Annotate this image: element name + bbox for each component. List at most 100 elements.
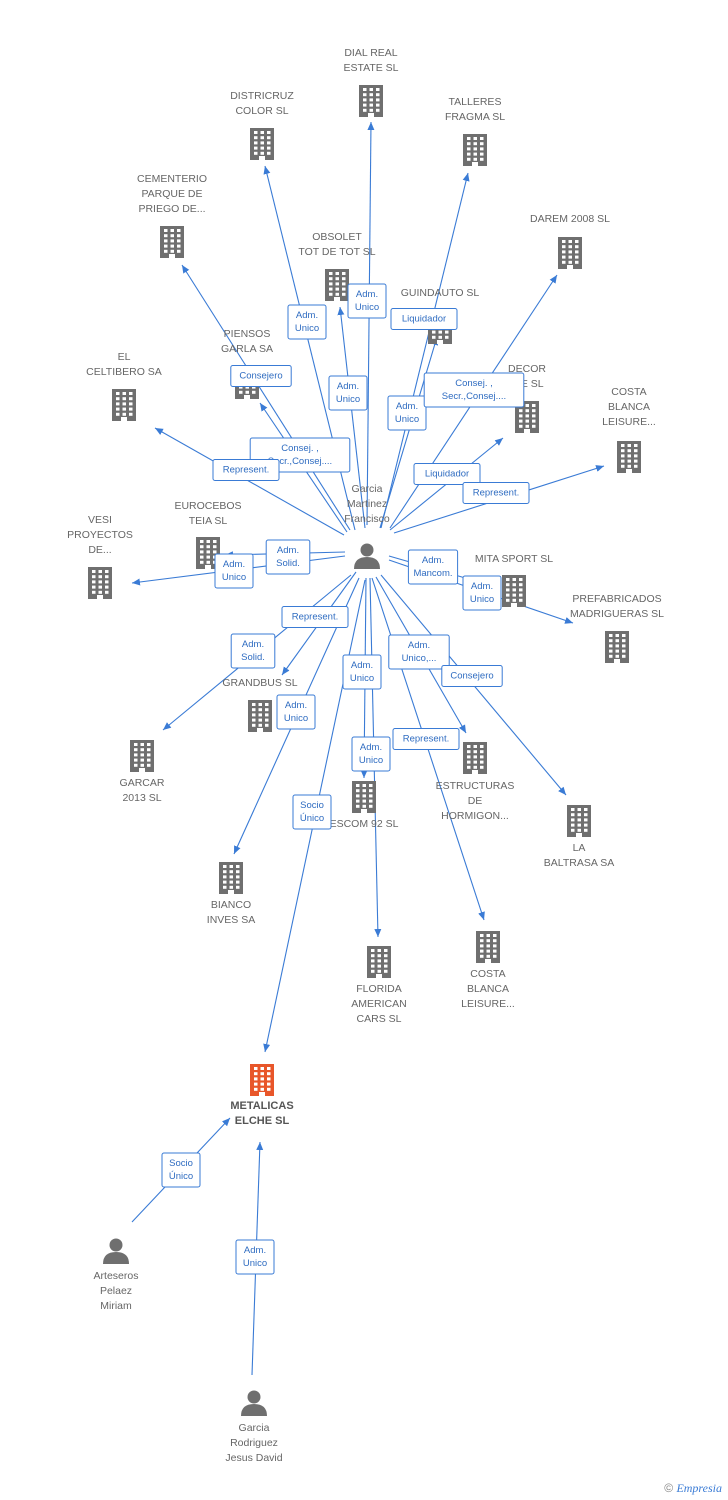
- building-icon: [476, 931, 500, 963]
- relation-edge: [337, 306, 366, 529]
- relation-label[interactable]: Consejero: [230, 365, 292, 387]
- company-node-escom[interactable]: ESCOM 92 SL: [330, 781, 399, 830]
- relation-label-text: Represent.: [292, 612, 338, 623]
- building-icon: [367, 946, 391, 978]
- relation-label[interactable]: Adm. Unico: [342, 654, 382, 690]
- relation-label[interactable]: Adm.Unico: [351, 736, 391, 772]
- relation-label[interactable]: Adm.Unico: [235, 1239, 275, 1275]
- relation-label-box: [462, 482, 530, 504]
- relation-label-box: [407, 549, 459, 585]
- relation-label[interactable]: Adm.Unico: [214, 553, 254, 589]
- relation-label[interactable]: Liquidador: [390, 308, 458, 330]
- relation-label[interactable]: Represent.: [392, 728, 460, 750]
- node-label-line: AMERICAN: [351, 998, 406, 1010]
- node-label-line: BIANCO: [211, 899, 251, 911]
- company-node-darem[interactable]: DAREM 2008 SL: [530, 213, 610, 269]
- relation-label[interactable]: Adm.Unico: [347, 283, 387, 319]
- building-icon: [567, 805, 591, 837]
- relation-label-text: Unico,...: [402, 653, 437, 664]
- relation-label[interactable]: Adm.Unico: [276, 694, 316, 730]
- node-label-line: MADRIGUERAS SL: [570, 608, 664, 620]
- node-label-line: PIENSOS: [224, 328, 271, 340]
- relation-label[interactable]: Adm.Mancom.: [407, 549, 459, 585]
- relation-label[interactable]: Represent.: [462, 482, 530, 504]
- relation-label[interactable]: Adm.Unico: [462, 575, 502, 611]
- relation-label[interactable]: Adm.Solid.: [230, 633, 276, 669]
- relation-label[interactable]: Adm.Unico: [387, 395, 427, 431]
- company-node-grandbus[interactable]: GRANDBUS SL: [222, 677, 298, 732]
- node-label-line: PROYECTOS: [67, 529, 133, 541]
- building-icon: [502, 575, 526, 607]
- node-label-line: COSTA: [611, 386, 646, 398]
- company-node-mita[interactable]: MITA SPORT SL: [475, 553, 553, 607]
- copyright-footer: © Empresia: [664, 1481, 722, 1496]
- relation-label[interactable]: Consejero: [441, 665, 503, 687]
- relation-label-text: Unico: [470, 594, 494, 605]
- relation-label[interactable]: Liquidador: [413, 463, 481, 485]
- relation-label-text: Unico: [336, 394, 360, 405]
- relation-label[interactable]: Consej. ,Secr.,Consej....: [423, 372, 525, 408]
- relation-label[interactable]: Adm.Solid.: [265, 539, 311, 575]
- relation-label-text: Consej. ,: [281, 443, 319, 454]
- relation-label[interactable]: Represent.: [212, 459, 280, 481]
- relation-label[interactable]: Adm.Unico: [328, 375, 368, 411]
- relation-label-text: Socio: [169, 1158, 193, 1169]
- relation-label-box: [230, 365, 292, 387]
- relation-label-text: Unico: [350, 673, 374, 684]
- relation-label-text: Consejero: [239, 371, 282, 382]
- node-label-line: VESI: [88, 514, 112, 526]
- relation-label[interactable]: Adm.Unico: [287, 304, 327, 340]
- person-icon: [354, 543, 380, 569]
- relation-label-text: Adm.: [351, 660, 373, 671]
- building-icon: [558, 237, 582, 269]
- relation-label[interactable]: Adm.Unico,...: [388, 634, 450, 670]
- node-label-line: DAREM 2008 SL: [530, 213, 610, 225]
- node-label-line: GRANDBUS SL: [222, 677, 297, 689]
- relation-label-text: Liquidador: [425, 469, 469, 480]
- node-label-line: INVES SA: [207, 914, 255, 926]
- person-icon: [241, 1390, 267, 1416]
- relation-label-text: Adm.: [360, 742, 382, 753]
- company-node-bianco[interactable]: BIANCO INVES SA: [207, 862, 255, 926]
- empresia-logo[interactable]: Empresia: [676, 1481, 722, 1495]
- relation-label-box: [351, 736, 391, 772]
- node-label-line: METALICAS: [230, 1100, 293, 1112]
- relation-label-text: Adm.: [422, 555, 444, 566]
- node-label-line: Garcia: [352, 483, 383, 495]
- node-label-line: CEMENTERIO: [137, 173, 207, 185]
- relation-label[interactable]: Represent.: [281, 606, 349, 628]
- relation-label-text: Adm.: [356, 289, 378, 300]
- node-label-line: 2013 SL: [122, 792, 161, 804]
- relation-label-box: [390, 308, 458, 330]
- relation-label-text: Único: [300, 813, 324, 824]
- node-label-line: BALTRASA SA: [544, 857, 614, 869]
- node-label-line: GUINDAUTO SL: [401, 287, 480, 299]
- node-label-line: ESTATE SL: [343, 62, 398, 74]
- node-label-line: TOT DE TOT SL: [298, 246, 375, 258]
